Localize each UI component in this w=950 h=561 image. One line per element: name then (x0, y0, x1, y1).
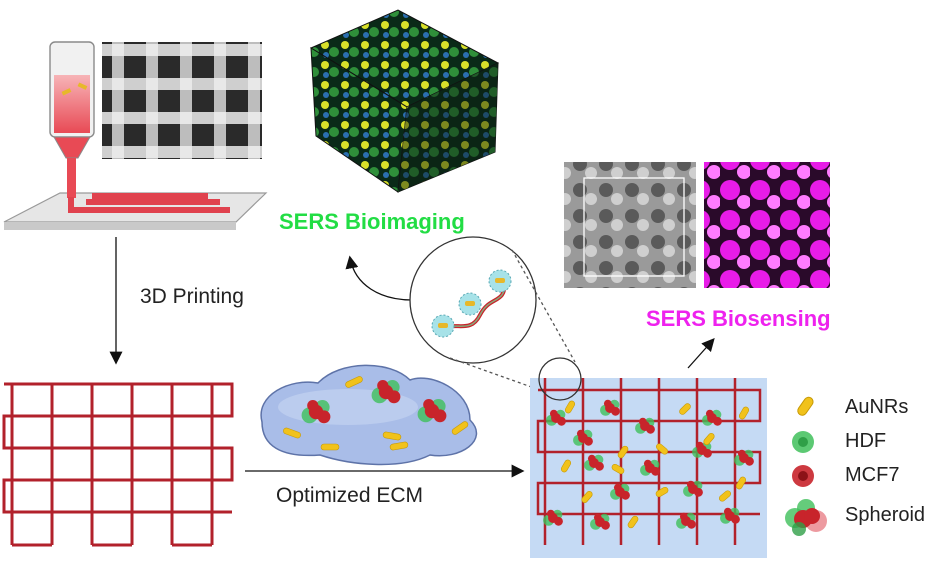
aunr (560, 459, 572, 473)
legend-item-aunrs: AuNRs (781, 388, 950, 428)
spheroid (573, 429, 593, 446)
spheroid (692, 441, 712, 458)
aunr (564, 400, 576, 414)
legend-label: MCF7 (845, 464, 900, 486)
spheroid (734, 449, 754, 466)
bioimaging-arrow (345, 255, 413, 301)
spheroid (371, 380, 401, 404)
spheroid (301, 400, 331, 424)
aunr (735, 476, 747, 490)
brightfield-image (564, 162, 696, 288)
spheroid (702, 409, 722, 426)
aunr (611, 463, 625, 475)
aunr (656, 443, 668, 455)
hdf-cell-icon (792, 431, 814, 453)
spheroid (720, 507, 740, 524)
spheroid (600, 399, 620, 416)
aunr-chain (431, 269, 512, 338)
aunr (617, 445, 629, 459)
mcf7-cell-icon (792, 465, 814, 487)
aunr (345, 376, 363, 388)
biosensing-label: SERS Biosensing (646, 306, 831, 331)
zoom-line-lower (449, 357, 538, 390)
printed-scaffold (2, 382, 234, 547)
spheroid (683, 480, 703, 497)
aunr (719, 490, 731, 502)
spheroid (543, 509, 563, 526)
spheroid (590, 513, 610, 530)
biosensing-arrow (687, 338, 715, 369)
aunr (320, 443, 340, 451)
scaffold-contents (543, 399, 754, 530)
aunr (283, 427, 301, 439)
spheroid (676, 512, 696, 529)
aunr (703, 433, 715, 445)
legend-item-hdf: HDF (781, 422, 950, 462)
legend-label: Spheroid (845, 504, 926, 526)
aunr (581, 491, 593, 503)
aunr (738, 406, 750, 420)
sers-map-image (704, 162, 830, 288)
spheroid-icon (785, 499, 827, 536)
spheroid (635, 417, 655, 434)
aunr (389, 441, 409, 451)
spheroid (417, 399, 447, 423)
legend-item-mcf7: MCF7 (781, 456, 950, 496)
aunr-icon (797, 396, 814, 416)
legend-label: HDF (845, 430, 887, 452)
ecm-label: Optimized ECM (276, 484, 424, 507)
legend-item-spheroid: Spheroid (781, 496, 950, 536)
printer-illustration (3, 41, 268, 230)
printing-label: 3D Printing (140, 285, 244, 308)
aunr (655, 486, 669, 498)
aunr (382, 431, 402, 441)
spheroid (610, 483, 630, 500)
cell-laden-scaffold-grid (536, 378, 762, 545)
aunr (679, 403, 691, 415)
aunr (627, 515, 639, 529)
ecm-contents (283, 376, 469, 451)
spheroid (584, 454, 604, 471)
spheroid (546, 409, 566, 426)
confocal-3d-image (309, 9, 500, 193)
bioimaging-label: SERS Bioimaging (279, 209, 465, 234)
spheroid (640, 459, 660, 476)
legend-label: AuNRs (845, 396, 909, 418)
aunr (451, 421, 469, 435)
sem-micrograph (102, 42, 262, 159)
zoom-region (538, 357, 582, 401)
